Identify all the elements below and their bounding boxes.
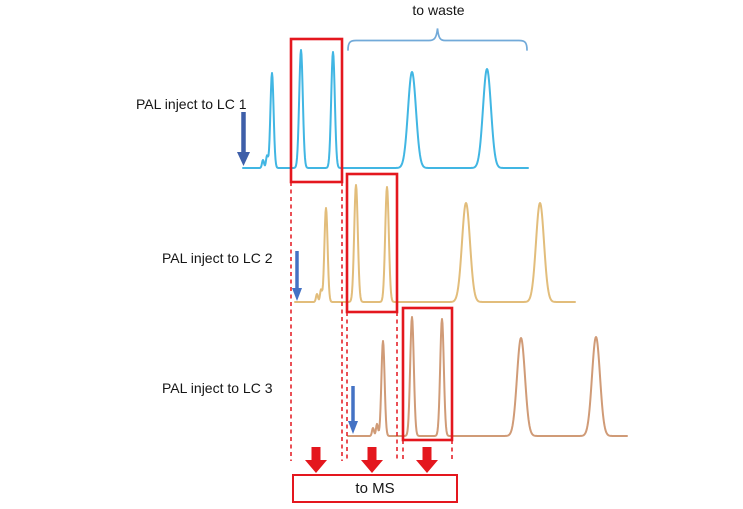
inject-arrow-lc2 [292, 251, 302, 301]
chromatogram-trace-lc3 [347, 316, 628, 437]
heart-cut-window-lc1 [289, 37, 344, 184]
chromatogram-trace-lc1 [242, 49, 529, 169]
heart-cut-window-lc2 [345, 172, 399, 314]
to-ms-box: to MS [292, 474, 458, 503]
to-ms-arrow-3 [416, 447, 438, 473]
to-ms-label: to MS [355, 480, 395, 497]
lc2-inject-label: PAL inject to LC 2 [162, 250, 273, 266]
to-waste-label: to waste [412, 2, 465, 18]
to-ms-arrow-1 [305, 447, 327, 473]
lc1-inject-label: PAL inject to LC 1 [136, 96, 247, 112]
inject-arrow-lc1 [237, 112, 250, 166]
lc3-inject-label: PAL inject to LC 3 [162, 380, 273, 396]
heart-cut-window-lc3 [401, 306, 454, 442]
to-ms-arrow-2 [361, 447, 383, 473]
chromatogram-trace-lc2 [294, 184, 576, 303]
waste-bracket [347, 28, 528, 51]
inject-arrow-lc3 [348, 386, 358, 434]
